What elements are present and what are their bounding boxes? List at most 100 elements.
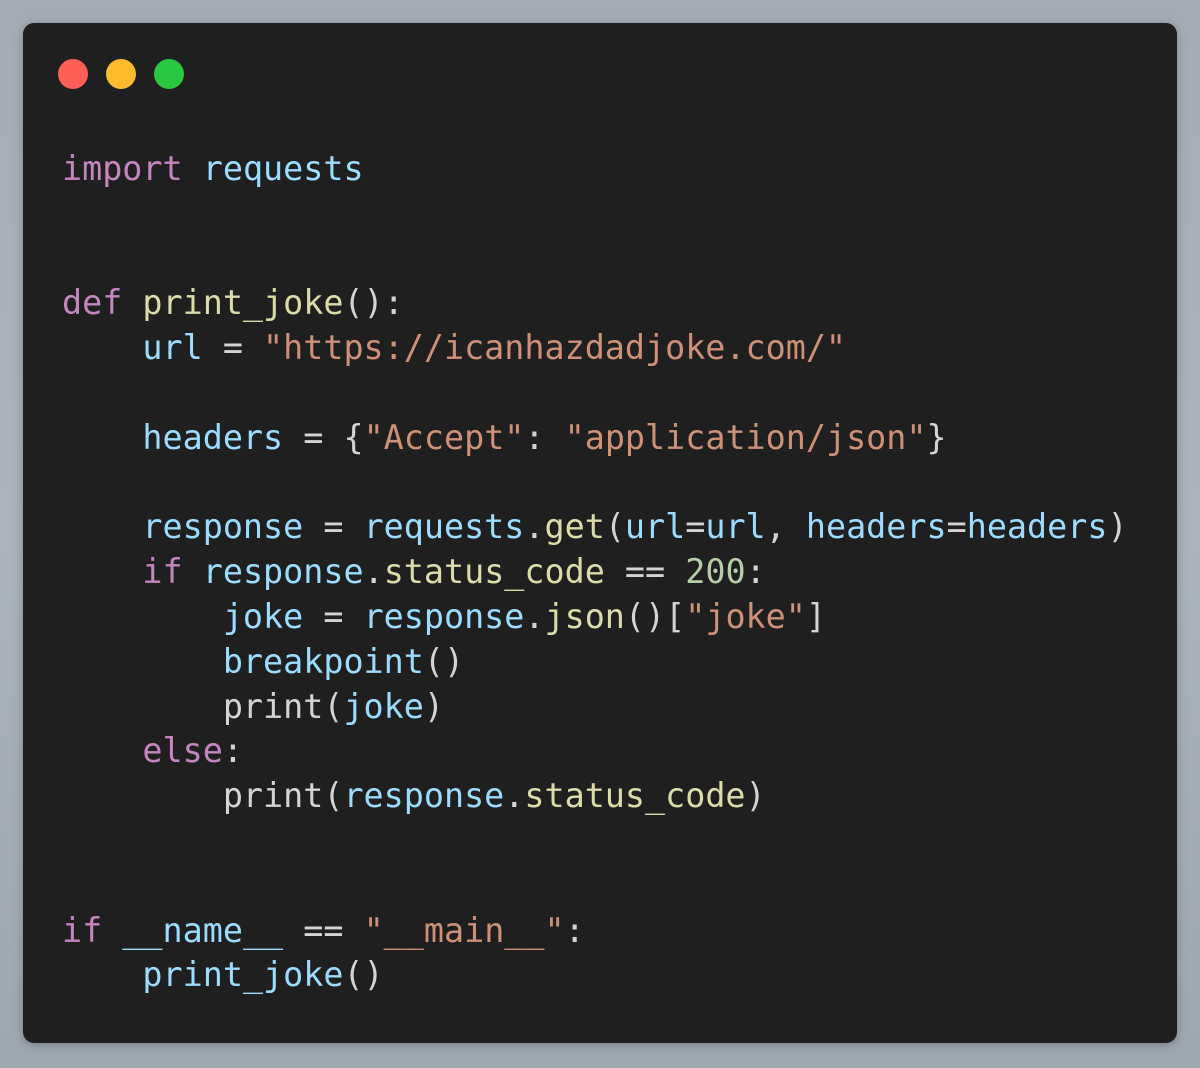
code-token: print_joke [142, 283, 344, 323]
zoom-dot-icon[interactable] [154, 59, 184, 89]
code-token: ( [323, 776, 344, 816]
code-token [62, 507, 142, 546]
code-token: ()[ [624, 596, 686, 636]
code-token: = { [283, 417, 364, 457]
traffic-lights [58, 59, 184, 89]
code-token: url [142, 328, 203, 368]
code-token: ] [805, 596, 826, 636]
code-token: ( [323, 686, 344, 726]
code-token [62, 597, 223, 636]
code-line: import requests [62, 147, 1128, 192]
code-token [62, 776, 223, 815]
code-token: = [303, 507, 364, 547]
code-token: = [946, 507, 967, 547]
code-token [62, 642, 223, 681]
code-token: : [524, 417, 565, 457]
code-token: requests [202, 149, 364, 188]
code-token: . [363, 552, 384, 592]
code-token: url [624, 507, 686, 547]
code-token: response [142, 507, 304, 547]
code-line [62, 864, 1128, 909]
code-line: if __name__ == "__main__": [62, 909, 1128, 954]
code-line: breakpoint() [62, 640, 1128, 685]
code-line: joke = response.json()["joke"] [62, 595, 1128, 640]
code-token: print [222, 686, 324, 726]
code-line [62, 237, 1128, 282]
code-token: ) [1107, 507, 1128, 547]
code-token: else [142, 731, 223, 771]
code-token: __name__ [122, 910, 284, 950]
code-token: "application/json" [564, 417, 927, 457]
code-token: () [343, 955, 384, 995]
code-token: joke [222, 596, 304, 636]
code-token: : [564, 910, 585, 950]
code-token: () [423, 641, 465, 681]
code-token [62, 731, 142, 770]
code-token: get [544, 507, 605, 547]
code-token [62, 955, 142, 994]
code-token [62, 418, 142, 457]
code-token: 200 [685, 552, 746, 592]
code-token: print_joke [142, 955, 344, 995]
code-token: ) [745, 776, 766, 816]
code-token [62, 328, 142, 367]
code-line [62, 371, 1128, 416]
code-token: : [745, 552, 766, 592]
code-token: headers [805, 507, 947, 547]
code-token: : [222, 731, 243, 771]
code-token: headers [142, 417, 284, 457]
code-line: print(joke) [62, 685, 1128, 730]
code-token [122, 283, 142, 322]
code-token: ( [604, 507, 625, 547]
code-line: response = requests.get(url=url, headers… [62, 505, 1128, 550]
code-token [62, 552, 142, 591]
code-token: if [142, 552, 183, 592]
code-token [102, 911, 122, 950]
code-token: = [685, 507, 706, 547]
code-token: (): [343, 283, 404, 323]
code-token: == [283, 910, 364, 950]
code-token: response [343, 776, 505, 816]
code-token: breakpoint [222, 641, 424, 681]
code-line [62, 819, 1128, 864]
code-line: headers = {"Accept": "application/json"} [62, 416, 1128, 461]
code-token: joke [343, 686, 424, 726]
code-token: status_code [383, 552, 605, 592]
minimize-dot-icon[interactable] [106, 59, 136, 89]
code-line [62, 192, 1128, 237]
close-dot-icon[interactable] [58, 59, 88, 89]
code-token: status_code [524, 776, 746, 816]
code-line: url = "https://icanhazdadjoke.com/" [62, 326, 1128, 371]
code-line [62, 461, 1128, 506]
code-token: "__main__" [363, 910, 565, 950]
code-token: response [202, 552, 364, 592]
code-token [183, 149, 203, 188]
code-token: "Accept" [363, 417, 525, 457]
code-token: json [544, 596, 625, 636]
code-line: print_joke() [62, 953, 1128, 998]
code-token: "https://icanhazdadjoke.com/" [263, 328, 847, 368]
code-token: } [926, 417, 947, 457]
code-token: . [524, 507, 545, 547]
code-line: print(response.status_code) [62, 774, 1128, 819]
code-token: print [222, 776, 324, 816]
code-token [62, 687, 223, 726]
code-token: import [62, 149, 183, 188]
code-line: else: [62, 729, 1128, 774]
code-token: . [504, 776, 525, 816]
code-token: ) [423, 686, 444, 726]
code-token: requests [363, 507, 525, 547]
code-token: if [62, 910, 103, 950]
code-token: url [705, 507, 766, 547]
code-token: == [604, 552, 686, 592]
code-token [183, 552, 203, 591]
code-token: , [765, 507, 806, 547]
code-token: = [303, 596, 364, 636]
code-line: if response.status_code == 200: [62, 550, 1128, 595]
code-token: response [363, 596, 525, 636]
code-token: "joke" [685, 596, 806, 636]
code-token: headers [966, 507, 1108, 547]
code-token: def [62, 283, 123, 323]
